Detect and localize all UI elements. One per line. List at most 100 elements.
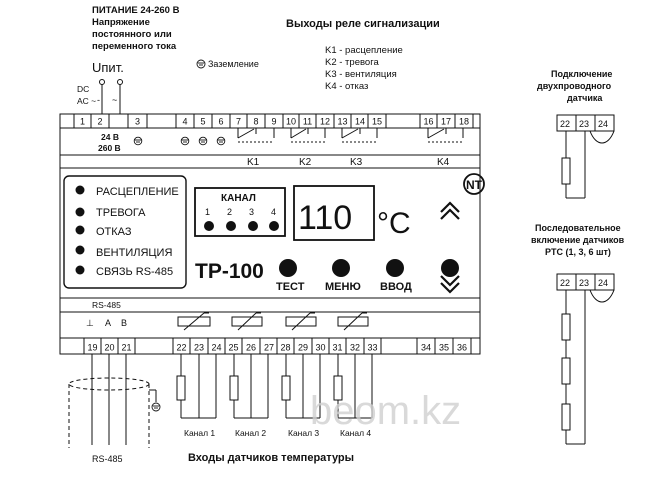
bottom-terminal-28: 28 [276,337,295,355]
up-button[interactable] [438,198,462,222]
indicator-rs485: СВЯЗЬ RS-485 [96,266,173,278]
svg-text:9: 9 [271,117,276,127]
relay-k4-label: K4 [437,157,450,168]
svg-text:4: 4 [182,117,187,127]
svg-text:21: 21 [121,343,131,353]
bottom-terminal-34: 34 [416,337,436,355]
relay-k2-label: K2 [299,157,312,168]
svg-text:26: 26 [246,343,256,353]
relay-legend-4: K4 - отказ [325,81,368,92]
two-wire-sensor [561,130,615,199]
two-wire-title-2: двухпроводного [537,81,612,91]
channel-label-1: Канал 1 [184,428,215,438]
top-terminal-16: 16 [419,113,438,129]
sensor-channel-2 [229,354,269,419]
two-wire-term-22: 22 [560,119,570,129]
svg-text:23: 23 [194,343,204,353]
v24-label: 24 В [101,132,119,142]
relay-legend-2: K2 - тревога [325,57,379,68]
svg-text:20: 20 [104,343,114,353]
svg-text:27: 27 [264,343,274,353]
double-chevron-up-icon [440,201,460,220]
indicator-fault: ОТКАЗ [96,226,132,238]
svg-text:25: 25 [228,343,238,353]
indicator-alarm: ТРЕВОГА [96,207,146,219]
ptc-symbol-4 [337,312,369,331]
two-wire-title-3: датчика [567,93,603,103]
channel-title: КАНАЛ [221,193,256,204]
menu-button[interactable]: МЕНЮ [325,259,361,293]
cable-ground-icon [151,402,161,412]
indicator-vent: ВЕНТИЛЯЦИЯ [96,247,172,259]
svg-text:16: 16 [423,117,433,127]
relay-contact-k3 [341,128,378,143]
relay-legend-1: K1 - расцепление [325,45,403,56]
svg-text:МЕНЮ: МЕНЮ [325,281,361,293]
svg-text:8: 8 [253,117,258,127]
double-chevron-down-icon [440,275,460,294]
svg-text:2: 2 [97,117,102,127]
bottom-terminal-20: 20 [100,337,119,355]
svg-text:ВВОД: ВВОД [380,281,412,293]
ground-label: Заземление [208,59,259,69]
series-title-3: PTC (1, 3, 6 шт) [545,247,611,257]
relay-contact-k1 [237,128,275,143]
series-term-22: 22 [560,278,570,288]
series-title-2: включение датчиков [531,235,625,245]
v260-label: 260 В [98,143,121,153]
relay-k3-label: K3 [350,157,363,168]
display-frame [293,185,375,241]
dc-label: DC [77,84,89,94]
svg-text:34: 34 [421,343,431,353]
indicator-leds [75,185,85,275]
down-button[interactable] [440,259,460,294]
test-button[interactable]: ТЕСТ [276,259,305,293]
svg-text:7: 7 [236,117,241,127]
series-term-24: 24 [598,278,608,288]
svg-text:11: 11 [303,117,312,127]
ac-label: AC ~ [77,96,96,106]
relay-contact-k2 [290,128,326,143]
top-terminal-5: 5 [193,113,213,129]
top-terminal-2: 2 [90,113,110,129]
channel-leds [204,221,279,231]
svg-text:18: 18 [459,117,469,127]
svg-text:15: 15 [372,117,382,127]
display-unit: °C [377,207,411,240]
svg-text:35: 35 [439,343,449,353]
svg-text:12: 12 [320,117,330,127]
top-terminal-18: 18 [454,113,474,129]
channel-num-2: 2 [227,207,232,217]
channel-num-3: 3 [249,207,254,217]
display-value: 110 [298,199,352,237]
svg-text:29: 29 [298,343,308,353]
bottom-terminal-23: 23 [189,337,209,355]
svg-text:ТЕСТ: ТЕСТ [276,281,305,293]
relay-legend-3: K3 - вентиляция [325,69,397,80]
ground-icon [196,59,206,69]
indicator-panel [63,175,187,289]
channel-num-1: 1 [205,207,210,217]
top-terminal-11: 11 [298,113,317,129]
svg-text:10: 10 [286,117,296,127]
two-wire-term-24: 24 [598,119,608,129]
top-terminal-3: 3 [127,113,148,129]
top-terminal-4: 4 [175,113,195,129]
sensor-channel-4 [333,354,373,419]
svg-text:3: 3 [135,117,140,127]
bottom-terminal-32: 32 [345,337,365,355]
enter-button[interactable]: ВВОД [380,259,412,293]
bottom-terminal-30: 30 [311,337,330,355]
svg-text:13: 13 [337,117,347,127]
relay-k1-label: K1 [247,157,260,168]
top-terminal-10: 10 [282,113,300,129]
bottom-terminal-33: 33 [363,337,382,355]
bottom-terminal-36: 36 [452,337,472,355]
bottom-terminal-35: 35 [434,337,454,355]
minus-label: - [97,95,100,105]
svg-text:NT: NT [466,178,483,192]
u-supply-label: Uпит. [92,60,124,75]
power-title: ПИТАНИЕ 24-260 В [92,5,180,16]
